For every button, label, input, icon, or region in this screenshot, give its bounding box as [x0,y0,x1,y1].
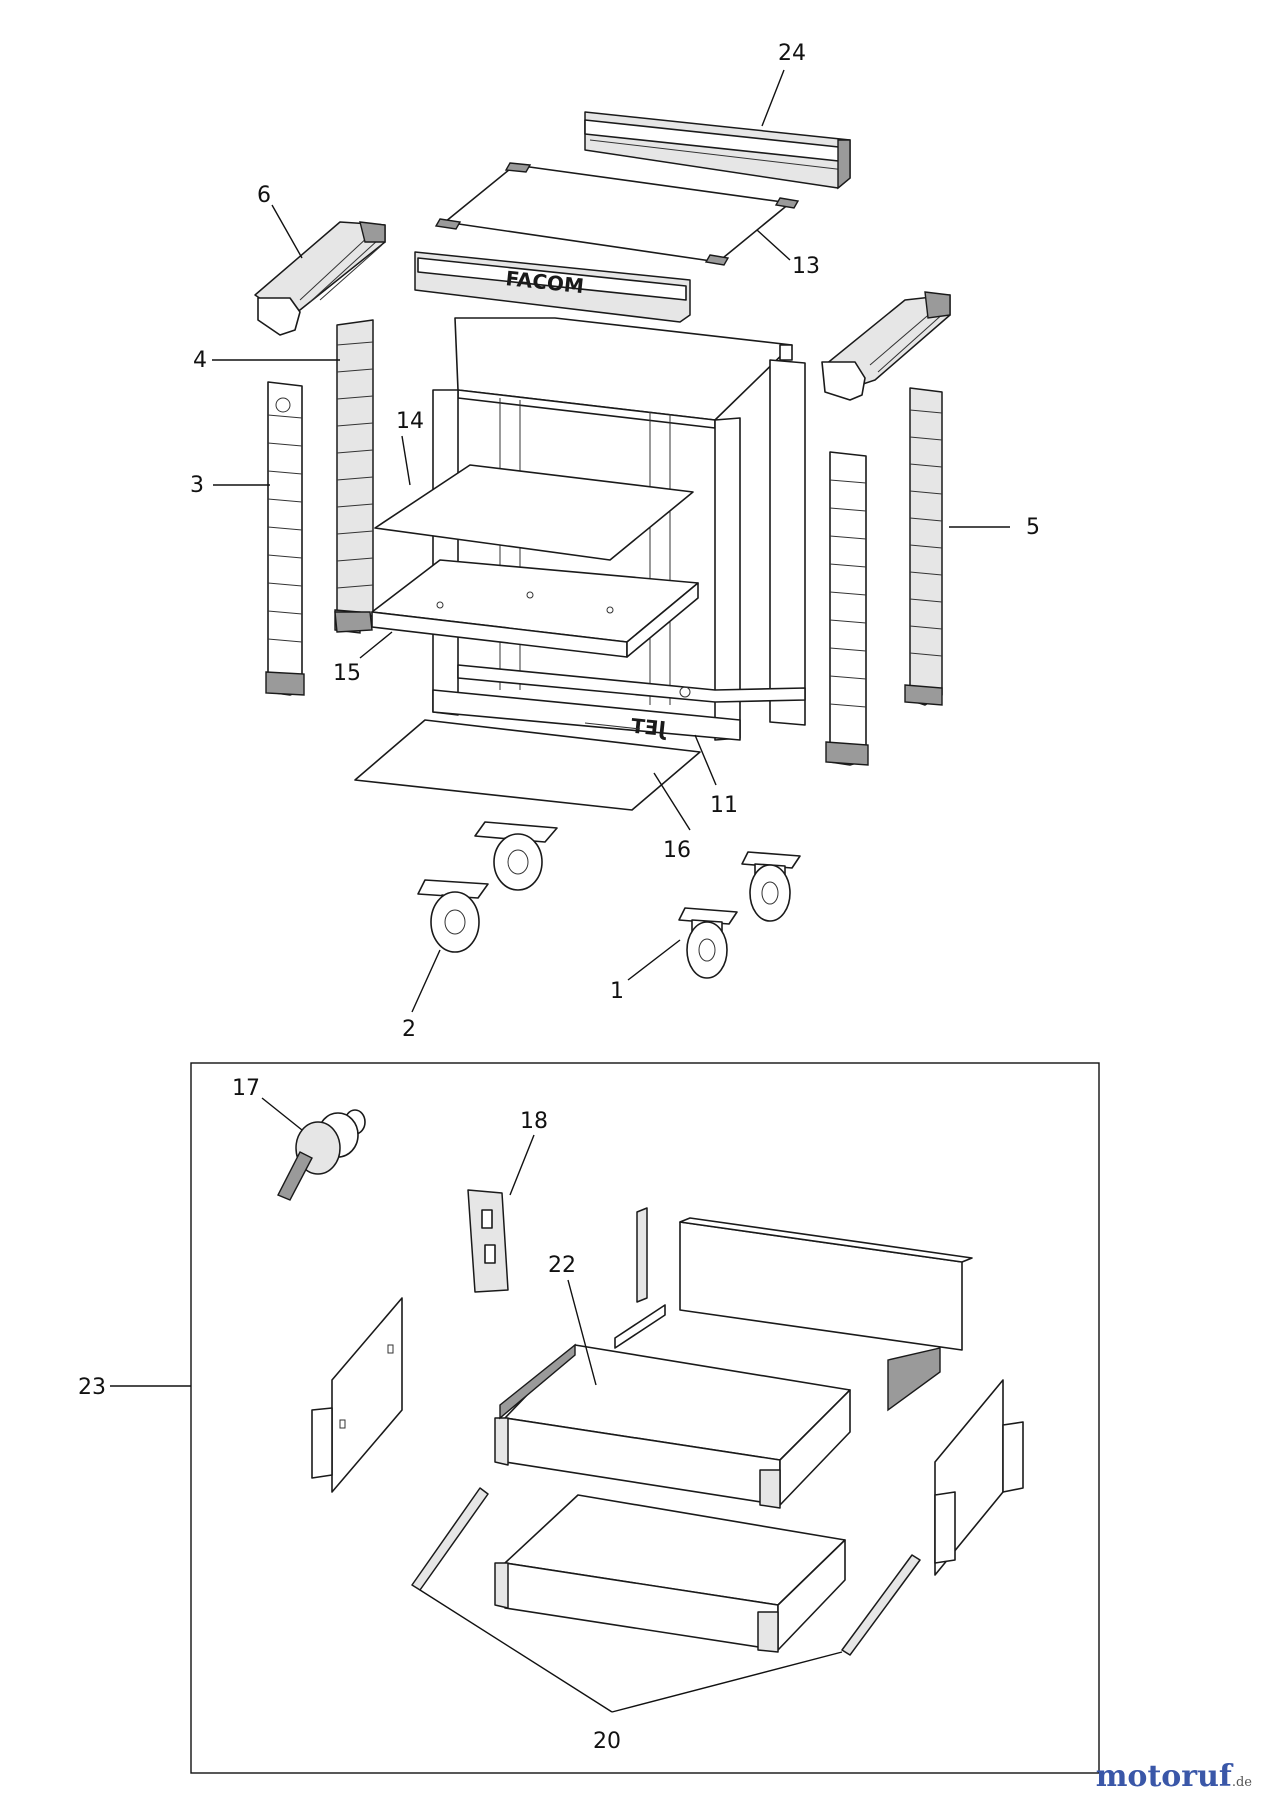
part-right-handle [821,291,951,401]
column-segment-mark [336,422,374,427]
column-segment-mark [336,395,374,400]
part-15-shelf-tray [334,559,699,658]
part-drawer-lower [494,1494,846,1653]
part-right-outer-column [825,451,869,766]
column-segment-mark [909,490,943,495]
column-segment-mark [267,414,303,419]
callout-18: 18 [520,1109,548,1134]
column-segment-mark [909,463,943,468]
part-1-fixed-caster-rear [741,851,801,922]
part-left-side-panel [311,1297,403,1493]
callout-24: 24 [778,41,806,66]
column-segment-mark [829,535,867,540]
part-22-drawer-upper [494,1343,851,1509]
column-segment-mark [829,703,867,708]
part-rear-drawer-panel [679,1217,973,1412]
column-segment-mark [267,638,303,643]
callout-6: 6 [257,183,271,208]
callout-16: 16 [663,838,691,863]
watermark-text: motoruf [1095,1759,1232,1794]
part-14-shelf-mat [374,464,694,561]
part-18-lock-bar [467,1189,509,1293]
column-segment-mark [829,675,867,680]
column-segment-mark [336,341,374,346]
part-1-fixed-caster-front [678,907,738,979]
callout-23: 23 [78,1375,106,1400]
part-24-top-rail [584,111,851,190]
column-segment-mark [336,584,374,589]
column-segment-mark [267,526,303,531]
column-segment-mark [829,619,867,624]
part-divider-strip [614,1304,666,1349]
column-segment-mark [909,409,943,414]
part-2-swivel-caster-rear [474,821,558,891]
callout-1: 1 [610,979,624,1004]
column-segment-mark [829,647,867,652]
column-segment-mark [829,563,867,568]
callout-2: 2 [402,1017,416,1042]
callout-22: 22 [548,1253,576,1278]
watermark-tld: .de [1231,1775,1252,1790]
column-segment-mark [336,503,374,508]
watermark: motoruf.de [1096,1759,1252,1794]
column-segment-mark [909,571,943,576]
column-segment-mark [909,625,943,630]
column-segment-mark [909,598,943,603]
part-13-top-mat [434,162,800,266]
part-16-bottom-mat [354,719,701,811]
callout-3: 3 [190,473,204,498]
column-segment-mark [336,557,374,562]
callout-numbers: 24 6 13 4 14 3 5 15 11 16 2 1 17 18 22 2… [78,41,1040,1754]
part-back-plate-small [636,1207,648,1303]
part-facom-rail: FACOM [414,251,691,323]
callout-14: 14 [396,409,424,434]
part-4-left-inner-column [334,319,374,634]
callout-4: 4 [193,348,207,373]
column-segment-mark [909,517,943,522]
drawer-unit-group-box [190,1062,1100,1774]
part-20-slide-right [841,1554,921,1656]
callout-5: 5 [1026,515,1040,540]
column-segment-mark [829,507,867,512]
column-segment-mark [267,442,303,447]
part-6-left-handle [254,221,386,336]
column-segment-mark [336,368,374,373]
column-segment-mark [909,652,943,657]
column-segment-mark [909,544,943,549]
leader-lines [110,69,1010,1713]
column-segment-mark [267,498,303,503]
column-segment-mark [829,591,867,596]
part-5-right-inner-column [904,387,943,706]
jet-brand-text: JET [630,713,669,741]
part-2-swivel-caster-front [417,879,489,953]
column-segment-mark [267,582,303,587]
part-20-slide-left [411,1487,489,1591]
column-segment-mark [336,449,374,454]
callout-15: 15 [333,661,361,686]
part-right-side-panel [934,1379,1024,1576]
column-segment-mark [829,479,867,484]
column-segment-mark [909,436,943,441]
callout-11: 11 [710,793,738,818]
column-segment-mark [267,610,303,615]
column-segment-mark [267,554,303,559]
callout-20: 20 [593,1729,621,1754]
column-segment-mark [267,470,303,475]
part-3-left-outer-column [265,381,305,696]
callout-13: 13 [792,254,820,279]
column-segment-mark [336,530,374,535]
callout-17: 17 [232,1076,260,1101]
part-17-lock [277,1109,366,1201]
column-segment-mark [336,476,374,481]
